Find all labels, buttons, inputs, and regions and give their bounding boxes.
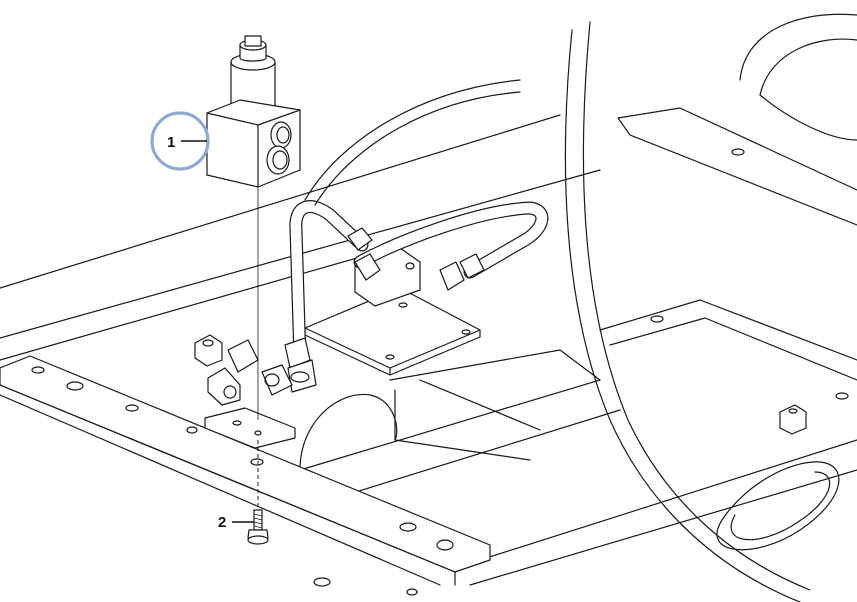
callout-2: 2	[218, 514, 254, 531]
chassis-frame	[0, 13, 857, 602]
valve-block	[206, 35, 301, 188]
elbow-fittings	[194, 334, 293, 406]
screw	[247, 509, 269, 545]
callout-1-highlight-ring	[150, 111, 210, 171]
callout-2-label: 2	[218, 514, 226, 531]
hydraulic-hoses	[284, 79, 549, 393]
callout-1-label: 1	[167, 134, 175, 151]
callout-1: 1	[150, 111, 210, 171]
front-rail	[0, 355, 491, 586]
